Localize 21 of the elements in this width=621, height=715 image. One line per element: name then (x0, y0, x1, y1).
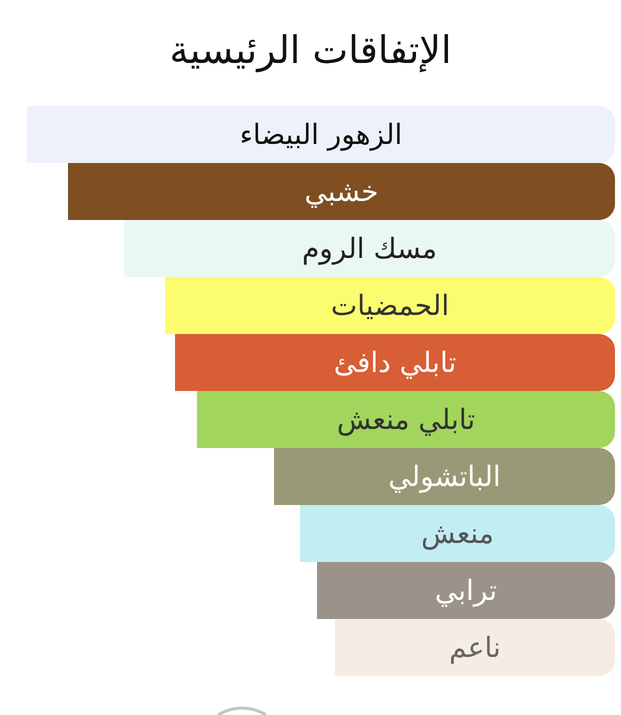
accord-bar (124, 220, 615, 277)
accord-bar (68, 163, 615, 220)
accord-label: تابلي دافئ (334, 344, 456, 381)
accord-bar (317, 562, 615, 619)
accord-label: منعش (421, 516, 494, 552)
accord-label: ناعم (449, 630, 501, 666)
accord-label: مسك الروم (302, 230, 438, 267)
accord-label: الحمضيات (330, 288, 450, 324)
accord-bar (274, 448, 615, 505)
accord-label: خشبي (304, 174, 379, 210)
accord-bar (300, 505, 615, 562)
accord-bar (197, 391, 615, 448)
accord-label: الزهور البيضاء (240, 116, 402, 153)
accord-bar (27, 106, 615, 163)
accord-bar (335, 619, 615, 676)
accord-bar (175, 334, 615, 391)
accord-label: تابلي منعش (336, 402, 476, 438)
accord-label: ترابي (434, 572, 498, 609)
chart-title: الإتفاقات الرئيسية (168, 27, 453, 74)
accord-label: الباتشولي (388, 458, 501, 495)
accord-bar (165, 277, 615, 334)
